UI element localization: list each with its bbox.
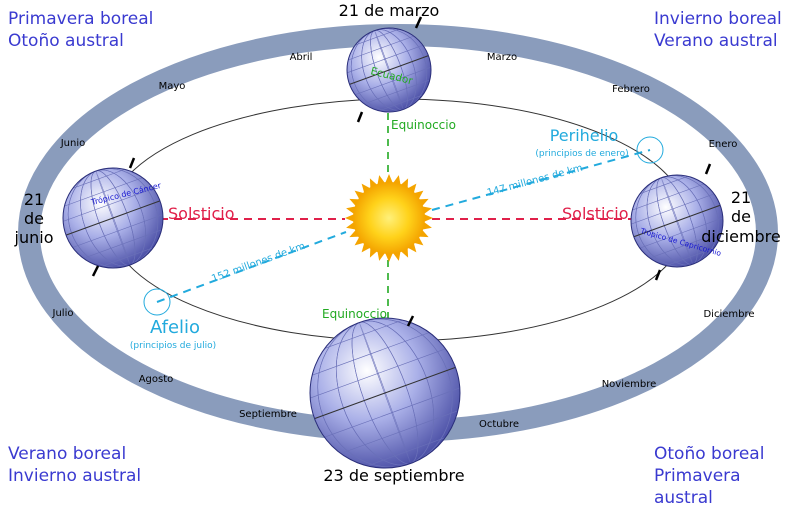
month-diciembre: Diciembre — [703, 309, 754, 320]
orbit-svg: Abril Marzo Mayo Febrero Junio Enero Jul… — [0, 0, 800, 490]
earth-september — [289, 297, 481, 489]
month-junio: Junio — [60, 138, 86, 149]
month-noviembre: Noviembre — [602, 379, 657, 390]
month-septiembre: Septiembre — [239, 409, 297, 420]
perihelion-note: (principios de enero) — [535, 149, 628, 159]
axis-tick — [93, 266, 98, 276]
month-agosto: Agosto — [139, 374, 174, 385]
month-febrero: Febrero — [612, 84, 650, 95]
date-june-line: de — [24, 209, 44, 228]
sun-disc — [353, 182, 425, 254]
month-julio: Julio — [52, 308, 74, 319]
date-march: 21 de marzo — [339, 1, 440, 20]
axis-tick — [358, 112, 362, 122]
earth-december — [618, 162, 736, 280]
aphelion-label: Afelio — [150, 317, 200, 338]
aphelion-note: (principios de julio) — [130, 341, 216, 351]
sun — [345, 174, 433, 262]
distance-perihelion: 147 millones de km — [486, 163, 584, 199]
month-abril: Abril — [290, 52, 313, 63]
month-octubre: Octubre — [479, 419, 519, 430]
equinox-label-bottom: Equinoccio — [322, 307, 387, 321]
perihelion-label: Perihelio — [550, 126, 619, 145]
month-enero: Enero — [709, 139, 738, 150]
date-december-line: diciembre — [701, 227, 781, 246]
date-june-line: junio — [14, 228, 54, 247]
month-mayo: Mayo — [159, 81, 186, 92]
distance-aphelion: 152 millones de km — [210, 241, 306, 285]
month-marzo: Marzo — [487, 52, 517, 63]
date-december-line: de — [731, 207, 751, 226]
date-june-line: 21 — [24, 190, 44, 209]
solstice-label-left: Solsticio — [168, 204, 234, 223]
date-december-line: 21 — [731, 188, 751, 207]
earth-orbit-diagram: Primavera boreal Otoño austral Invierno … — [0, 0, 800, 490]
earth-june — [49, 154, 177, 282]
equinox-label-top: Equinoccio — [391, 118, 456, 132]
solstice-label-right: Solsticio — [562, 204, 628, 223]
axis-tick — [706, 164, 710, 174]
date-september: 23 de septiembre — [323, 466, 464, 485]
axis-tick — [130, 158, 134, 168]
